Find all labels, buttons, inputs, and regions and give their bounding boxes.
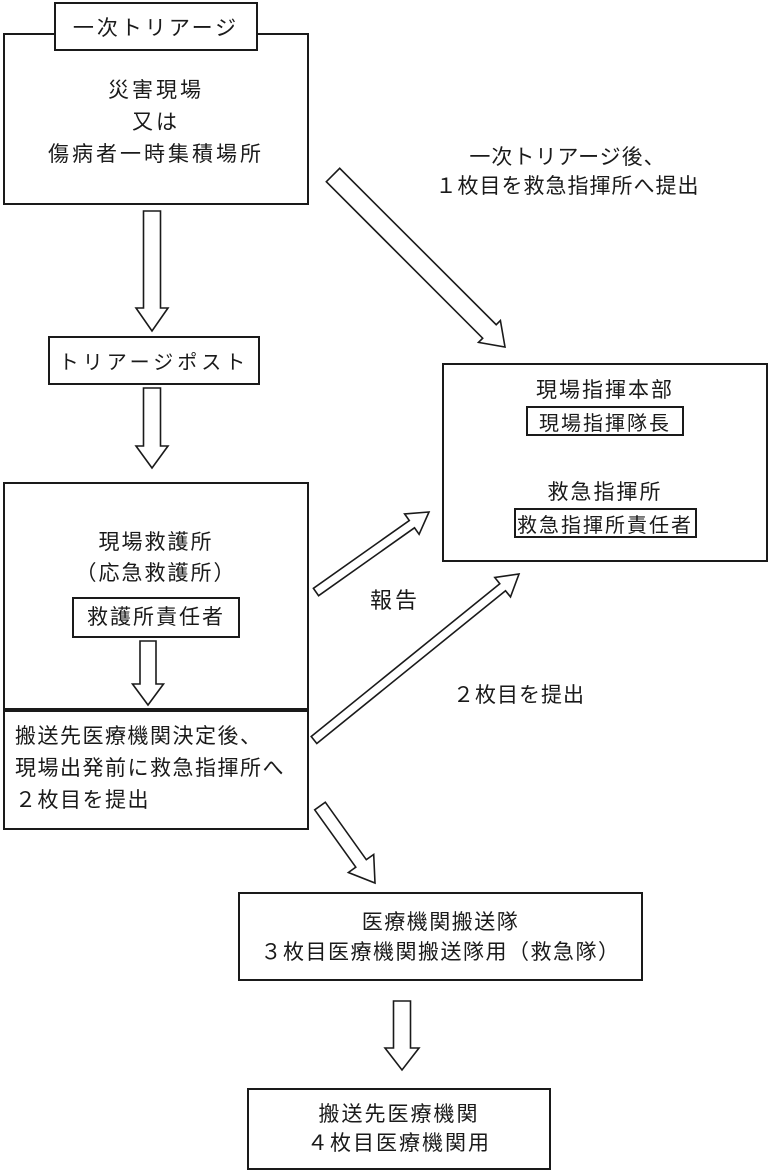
field-command-chief-box: 現場指揮隊長 [526,406,684,436]
aid-station-manager-box: 救護所責任者 [72,597,240,638]
field-aid-station-box: 現場救護所 （応急救護所） 救護所責任者 [3,482,309,710]
primary-triage-label: 一次トリアージ [72,15,240,40]
submit-before-departure-line: ２枚目を提出 [15,788,150,812]
aid-station-manager-label: 救護所責任者 [87,605,225,629]
submit-first-copy-note: 一次トリアージ後、 １枚目を救急指揮所へ提出 [385,143,750,201]
ems-command-chief-box: 救急指揮所責任者 [513,508,697,538]
arrow-disaster-to-triagepost [134,210,170,333]
arrow-transport-to-hospital [383,1000,421,1072]
arrow-depart-to-transport [313,801,376,885]
submit-first-copy-note-line: １枚目を救急指揮所へ提出 [435,174,700,198]
primary-triage-label-box: 一次トリアージ [54,2,258,51]
arrow-triagepost-to-aidstation [134,387,170,470]
triage-post-box: トリアージポスト [48,336,260,385]
submit-before-departure-line: 現場出発前に救急指揮所へ [15,756,285,780]
destination-hospital-line: 搬送先医療機関 [318,1102,480,1126]
disaster-site-line: 又は [132,110,180,134]
transport-team-box: 医療機関搬送隊 ３枚目医療機関搬送隊用（救急隊） [238,892,643,981]
submit-before-departure-box: 搬送先医療機関決定後、 現場出発前に救急指揮所へ ２枚目を提出 [3,710,309,830]
disaster-site-box: 災害現場 又は 傷病者一時集積場所 [3,33,309,205]
report-arrow-label: 報告 [370,589,421,614]
command-post-box: 現場指揮本部 現場指揮隊長 救急指揮所 救急指揮所責任者 [442,363,768,562]
field-command-chief-label: 現場指揮隊長 [539,410,671,435]
ems-command-chief-label: 救急指揮所責任者 [517,512,693,537]
destination-hospital-box: 搬送先医療機関 ４枚目医療機関用 [247,1088,551,1170]
transport-team-line: 医療機関搬送隊 [361,909,520,934]
destination-hospital-line: ４枚目医療機関用 [307,1131,491,1155]
field-command-hq-title: 現場指揮本部 [536,378,674,402]
aid-station-title-line: 現場救護所 [98,530,214,554]
disaster-site-line: 災害現場 [108,78,204,102]
submit-before-departure-line: 搬送先医療機関決定後、 [15,724,263,748]
transport-team-line: ３枚目医療機関搬送隊用（救急隊） [260,939,621,964]
ems-command-post-title: 救急指揮所 [547,480,663,504]
triage-post-label: トリアージポスト [58,350,250,374]
aid-station-title-line: （応急救護所） [75,561,237,585]
disaster-site-line: 傷病者一時集積場所 [48,142,264,166]
submit-first-copy-note-line: 一次トリアージ後、 [469,145,666,169]
submit-second-copy-label: ２枚目を提出 [453,683,585,707]
